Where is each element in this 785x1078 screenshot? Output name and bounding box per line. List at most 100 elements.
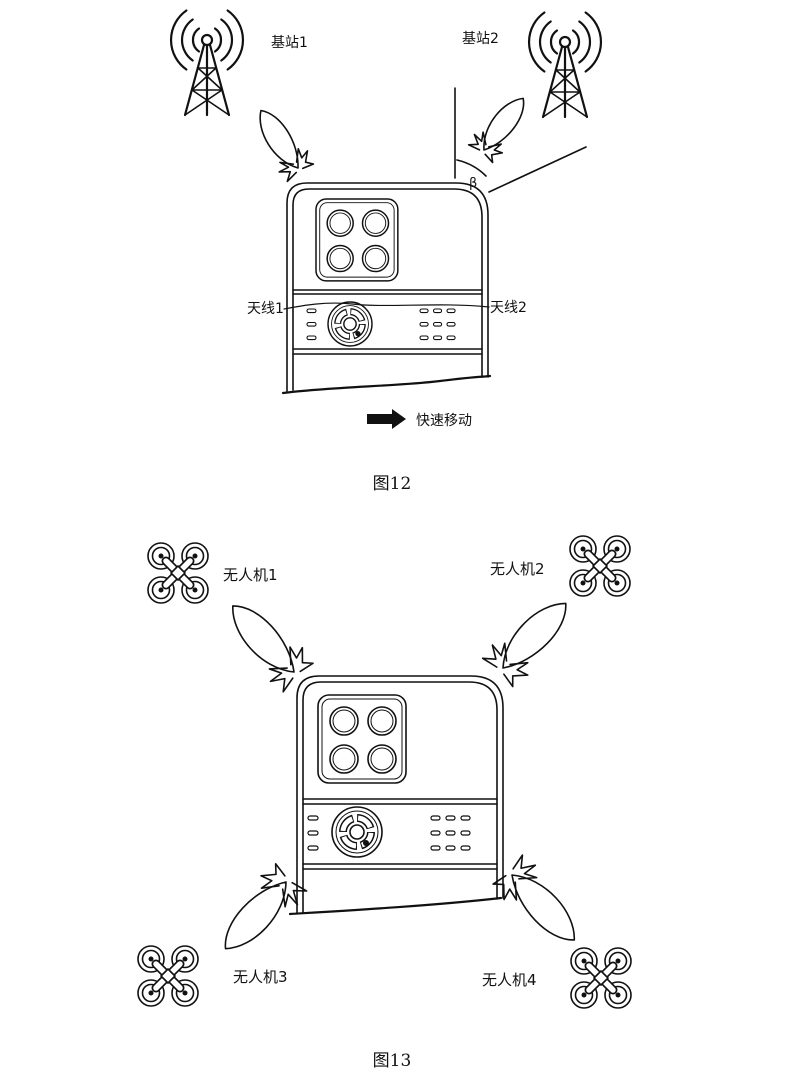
fig13-terminal-device (296, 675, 504, 914)
base-station-2-tower-icon (527, 11, 603, 119)
antenna-1-label: 天线1 (247, 301, 284, 317)
drone-body (170, 565, 186, 581)
rotor-blade-ring (608, 951, 628, 971)
angle-arc (456, 159, 487, 177)
rotor-blade-ring (608, 985, 628, 1005)
vent-slot (306, 308, 317, 314)
vent-slot (460, 845, 471, 851)
rotor-hub (192, 587, 198, 593)
main-beam-lobe (221, 596, 304, 683)
rotor-blade-ring (185, 580, 205, 600)
camera-lens-inner (364, 212, 387, 234)
hub-center (343, 317, 357, 331)
main-beam-lobe (491, 593, 576, 678)
side-lobe-right (282, 641, 315, 675)
vent-slot (307, 845, 319, 851)
antenna-lead-line (283, 302, 490, 310)
left-vent-slots (307, 815, 319, 851)
camera-lens (367, 744, 397, 774)
vent-slot (446, 308, 456, 314)
main-beam-lobe (475, 92, 532, 157)
drone-body (160, 968, 176, 984)
rotor-blade-ring (607, 539, 627, 559)
vent-slot (432, 308, 443, 314)
figure-13-caption: 图13 (373, 1051, 412, 1071)
main-beam-lobe (214, 873, 298, 960)
rotor-blade-ring (175, 949, 195, 969)
antenna-tip (558, 35, 572, 49)
beam-lobe-to-drone-4 (490, 853, 590, 956)
vent-slot (432, 321, 443, 327)
rotor-hub (192, 553, 198, 559)
rotor-hub (615, 992, 621, 998)
side-lobe-left (264, 660, 297, 694)
side-lobe-left (467, 129, 491, 153)
camera-lens-inner (329, 212, 351, 234)
camera-lens (326, 209, 354, 237)
camera-lens-inner (370, 709, 394, 733)
rotor-hub (158, 587, 164, 593)
rotor-blade-ring (574, 985, 594, 1005)
camera-lens (361, 244, 390, 273)
main-beam-lobe (502, 864, 586, 951)
hub-component (331, 806, 383, 858)
fig12-terminal-device (286, 182, 489, 392)
drone-body (592, 558, 608, 574)
rotor-blade-ring (151, 580, 171, 600)
figure-12-caption: 图12 (373, 474, 412, 494)
rotor-hub (158, 553, 164, 559)
drone-4-label: 无人机4 (482, 971, 537, 989)
rotor-blade-ring (175, 983, 195, 1003)
drone-1-icon (147, 542, 209, 604)
camera-lens (329, 744, 359, 774)
device-band-bottom-line (302, 863, 498, 870)
side-lobe-left (481, 638, 515, 672)
side-lobe-right (483, 139, 507, 163)
beam-lobe-to-drone-1 (216, 590, 316, 693)
tower-legs (183, 43, 231, 117)
rotor-blade-ring (573, 573, 593, 593)
base-station-1-label: 基站1 (271, 34, 308, 51)
camera-module-inner-frame (319, 202, 395, 278)
vent-slot (307, 815, 319, 821)
vent-slot (419, 335, 429, 341)
hub-indicator (355, 331, 361, 337)
vent-slot (460, 815, 471, 821)
rotor-hub (614, 580, 620, 586)
antenna-2-label: 天线2 (490, 300, 527, 316)
rotor-blade-ring (151, 546, 171, 566)
camera-module (315, 198, 399, 282)
rotor-blade-ring (185, 546, 205, 566)
vent-slot (306, 321, 317, 327)
camera-lens (361, 209, 390, 237)
rotor-hub (148, 956, 154, 962)
rotor-hub (614, 546, 620, 552)
drone-4-icon (570, 947, 632, 1009)
vent-slot (445, 830, 456, 836)
device-band-bottom-line (292, 348, 483, 355)
side-lobe-left (509, 853, 542, 887)
rotor-blade-ring (141, 983, 161, 1003)
ground-line (288, 896, 503, 916)
ground-line (281, 374, 492, 395)
drone-1-label: 无人机1 (223, 566, 278, 584)
rotor-hub (615, 958, 621, 964)
rotor-hub (182, 956, 188, 962)
beam-lobe-to-base-station-2 (467, 88, 536, 164)
vent-slot (419, 321, 429, 327)
antenna-tip (200, 33, 214, 47)
rotor-hub (580, 580, 586, 586)
camera-module-frame (315, 198, 399, 282)
vent-slot (430, 845, 441, 851)
vent-slot (446, 335, 456, 341)
camera-lens-inner (370, 747, 394, 771)
motion-direction-arrow (367, 409, 406, 429)
base-station-1-tower-icon (169, 9, 245, 117)
camera-lens-inner (364, 247, 387, 270)
camera-module-frame (317, 694, 407, 784)
rotor-hub (182, 990, 188, 996)
rotor-blade-ring (573, 539, 593, 559)
side-lobe-right (291, 145, 315, 171)
hub-segment-outline (339, 814, 375, 850)
